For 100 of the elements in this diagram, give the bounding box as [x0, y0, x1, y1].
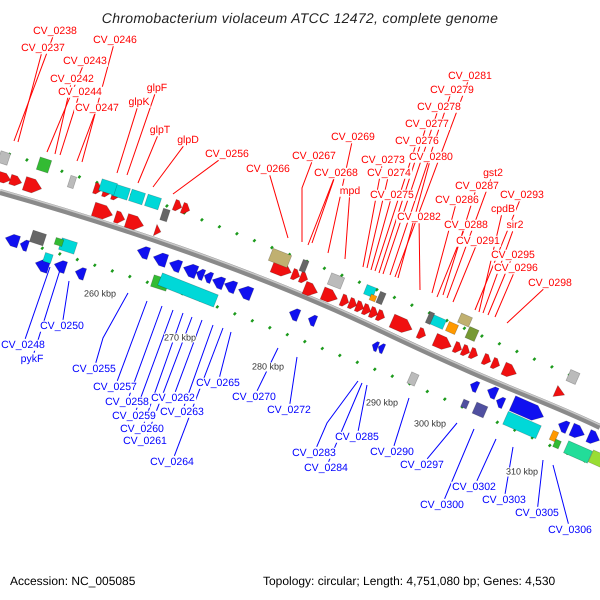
gene-label: pykF: [20, 354, 44, 364]
leader-line: [552, 464, 569, 524]
gene-label: glpT: [148, 124, 172, 136]
gene-label: sir2: [506, 220, 524, 230]
gene-label: CV_0258: [104, 396, 150, 408]
gene-label: CV_0282: [396, 212, 442, 222]
gene-label: CV_0295: [490, 250, 536, 260]
leader-line: [62, 280, 70, 320]
leader-line: [358, 384, 368, 432]
gene-label: CV_0244: [57, 86, 103, 98]
scale-label: 310 kbp: [506, 468, 538, 476]
leader-line: [24, 266, 50, 340]
gene-label: CV_0306: [547, 524, 593, 536]
gene-label: CV_0276: [394, 136, 440, 146]
leader-line: [537, 460, 544, 508]
gene-label: CV_0297: [399, 460, 445, 470]
gene-label: CV_0283: [291, 448, 337, 458]
scale-label: 270 kbp: [164, 334, 196, 342]
gene-label: CV_0286: [434, 194, 480, 206]
leader-line: [76, 114, 96, 162]
gene-label: CV_0305: [514, 508, 560, 518]
gene-label: CV_0260: [119, 424, 165, 434]
leader-line: [316, 380, 358, 448]
gene-label: CV_0293: [499, 190, 545, 200]
gene-label: CV_0270: [231, 392, 277, 402]
gene-label: CV_0298: [527, 278, 573, 288]
leader-line: [269, 174, 288, 238]
scale-label: 290 kbp: [366, 398, 398, 408]
leader-line: [312, 178, 334, 244]
leader-line: [289, 356, 298, 404]
gene-label: cpdB: [490, 204, 516, 214]
leader-line: [136, 310, 174, 410]
gene-label: CV_0267: [291, 150, 337, 162]
leader-line: [128, 306, 162, 396]
leader-line: [126, 94, 156, 176]
gene-label: CV_0279: [429, 84, 475, 96]
leader-line: [398, 162, 430, 278]
leader-line: [370, 200, 391, 270]
leader-line: [476, 438, 496, 482]
gene-label: CV_0284: [303, 462, 349, 474]
gene-label: CV_0303: [481, 494, 527, 506]
leader-line: [219, 332, 232, 378]
gene-label: CV_0302: [451, 482, 497, 492]
leader-line: [506, 288, 544, 324]
gene-label: CV_0247: [74, 102, 120, 114]
gene-label: CV_0250: [39, 320, 85, 332]
scale-label: 260 kbp: [84, 290, 116, 298]
leader-line: [152, 146, 184, 188]
gene-label: CV_0238: [32, 26, 78, 36]
gene-label: CV_0261: [122, 436, 168, 446]
gene-label: glpD: [176, 134, 200, 146]
gene-label: CV_0263: [159, 406, 205, 418]
gene-label: CV_0277: [404, 118, 450, 130]
gene-label: mpd: [338, 186, 362, 196]
leader-line: [394, 398, 410, 446]
gene-label: CV_0296: [493, 262, 539, 274]
gene-label: glpF: [146, 82, 168, 94]
gene-label: CV_0291: [455, 236, 501, 246]
gene-label: CV_0280: [408, 152, 454, 162]
leader-line: [418, 222, 420, 290]
leader-line: [302, 162, 312, 242]
gene-label: CV_0300: [419, 500, 465, 510]
gene-label: gst2: [482, 168, 504, 178]
gene-label: CV_0243: [62, 56, 108, 66]
gene-label: CV_0262: [150, 392, 196, 404]
gene-label: CV_0275: [369, 190, 415, 200]
leader-line: [172, 160, 220, 194]
gene-label: CV_0287: [454, 180, 500, 192]
footer-text: Topology: circular; Length: 4,751,080 bp; Genes: 4,530: [263, 575, 556, 587]
leader-line: [184, 324, 214, 406]
title: Chromobacterium violaceum ATCC 12472, complete genome: [100, 10, 500, 26]
gene-label: glpK: [128, 96, 150, 108]
leader-line: [95, 292, 128, 364]
gene-label: CV_0259: [111, 410, 157, 422]
leader-line: [426, 422, 458, 460]
gene-label: CV_0266: [245, 164, 291, 174]
gene-label: CV_0273: [360, 154, 406, 166]
leader-line: [138, 136, 158, 184]
gene-label: CV_0264: [149, 456, 195, 468]
leader-line: [116, 108, 138, 174]
gene-label: CV_0242: [49, 74, 95, 84]
gene-label: CV_0281: [447, 70, 493, 82]
leader-line: [116, 300, 148, 382]
gene-label: CV_0255: [71, 364, 117, 374]
gene-label: CV_0272: [266, 404, 312, 416]
gene-label: CV_0256: [204, 148, 250, 160]
leader-line: [308, 178, 334, 246]
gene-label: CV_0288: [443, 220, 489, 230]
gene-label: CV_0246: [92, 34, 138, 46]
gene-label: CV_0237: [20, 42, 66, 54]
gene-label: CV_0274: [366, 168, 412, 178]
leader-line: [18, 54, 42, 142]
footer-text: Accession: NC_005085: [10, 575, 136, 587]
leader-line: [494, 274, 514, 318]
leader-line: [344, 196, 350, 260]
leader-line: [366, 178, 388, 268]
gene-label: CV_0285: [334, 432, 380, 442]
gene-label: CV_0290: [369, 446, 415, 458]
gene-label: CV_0269: [330, 132, 376, 142]
gene-label: CV_0248: [0, 340, 46, 350]
